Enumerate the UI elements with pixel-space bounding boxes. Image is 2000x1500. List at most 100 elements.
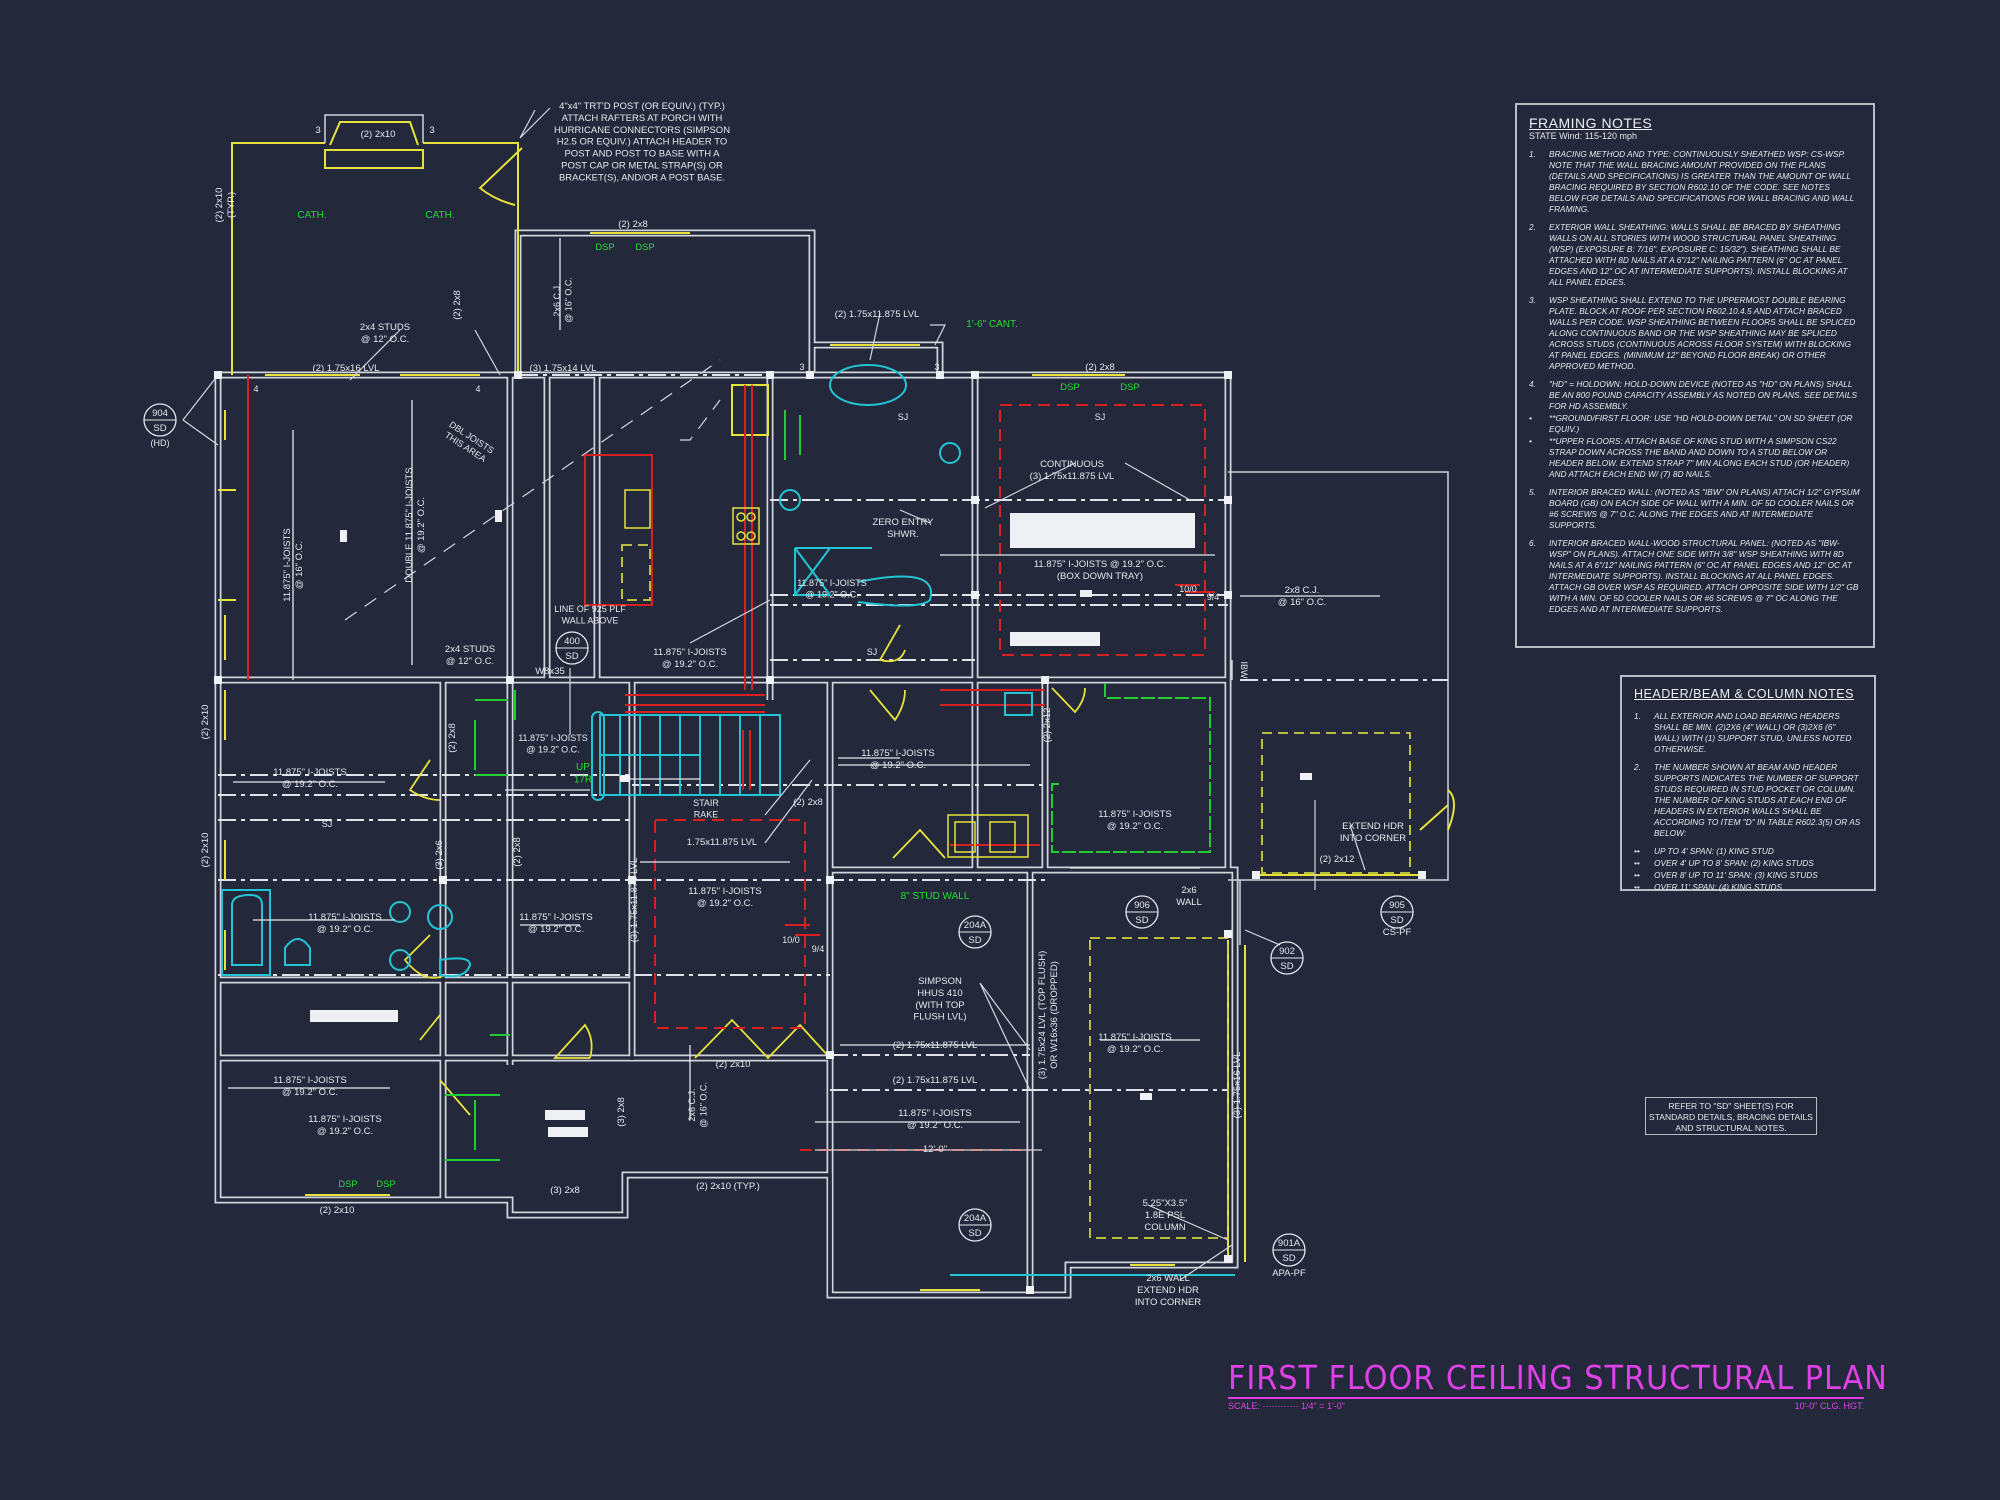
header-beam-column-notes-panel: HEADER/BEAM & COLUMN NOTES 1.ALL EXTERIO…	[1620, 675, 1876, 892]
label-ij-left-1: 11.875" I-JOISTS@ 19.2" O.C.	[273, 767, 346, 790]
label-lvl-24: (3) 1.75x24 LVL (TOP FLUSH)OR W16x36 (DR…	[1037, 951, 1060, 1079]
label-line: (2) 2x12	[1042, 708, 1053, 743]
note-text: OVER 4' UP TO 8' SPAN: (2) KING STUDS	[1654, 858, 1814, 868]
label-lvl-a: (2) 1.75x11.875 LVL	[893, 1040, 978, 1051]
framing-notes-panel: FRAMING NOTES STATE Wind: 115-120 mph 1.…	[1515, 103, 1875, 648]
note-text: EXTERIOR WALL SHEATHING: WALLS SHALL BE …	[1549, 222, 1848, 287]
label-line: DSP	[635, 242, 655, 253]
label-line: @ 19.2" O.C.	[317, 1126, 373, 1137]
label-tray-b: 9/4	[1207, 592, 1220, 602]
detail-tag-bottom: SD	[968, 1228, 981, 1239]
label-dsp-b2: DSP	[1120, 382, 1140, 393]
label-line: W8x35	[535, 666, 565, 677]
framing-notes-title: FRAMING NOTES	[1529, 115, 1653, 131]
detail-tag-top: 906	[1134, 900, 1150, 911]
label-line: (2) 2x10	[716, 1059, 751, 1070]
label-apa: APA-PF	[1272, 1268, 1306, 1279]
note-number: •	[1529, 413, 1532, 423]
label-ij-study: 11.875" I-JOISTS@ 19.2" O.C.	[898, 1108, 971, 1131]
note-text: UP TO 4' SPAN: (1) KING STUD	[1654, 846, 1774, 856]
detail-tag-bottom: SD	[968, 935, 981, 946]
label-line: 11.875" I-JOISTS	[653, 647, 726, 658]
label-ij-laundry: 11.875" I-JOISTS@ 19.2" O.C.	[861, 748, 934, 771]
label-w8: W8x35	[535, 666, 565, 677]
label-line: 1.8E PSL	[1145, 1210, 1185, 1221]
label-line: DSP	[1060, 382, 1080, 393]
note-item: 2.THE NUMBER SHOWN AT BEAM AND HEADER SU…	[1634, 762, 1862, 839]
note-number: ••	[1634, 846, 1640, 856]
label-line: (TYP.)	[226, 192, 237, 218]
label-line: 11.875" I-JOISTS	[688, 886, 761, 897]
label-ij-lower-l2: 11.875" I-JOISTS@ 19.2" O.C.	[308, 1114, 381, 1137]
label-line: INTO CORNER	[1135, 1297, 1201, 1308]
label-line: 4"x4" TRT'D POST (OR EQUIV.) (TYP.)	[559, 101, 725, 112]
label-dbl-area: DBL JOISTSTHIS AREA	[441, 419, 496, 465]
label-line: 11.875" I-JOISTS	[1098, 809, 1171, 820]
label-line: CS-PF	[1383, 927, 1412, 938]
label-line: (2) 1.75x16 LVL	[313, 363, 380, 374]
label-line: CATH.	[425, 210, 454, 221]
label-line: DSP	[376, 1179, 396, 1190]
label-line: 4	[253, 384, 258, 394]
note-number: 2.	[1634, 762, 1641, 772]
label-line: APA-PF	[1272, 1268, 1306, 1279]
label-porch-post-note: 4"x4" TRT'D POST (OR EQUIV.) (TYP.)ATTAC…	[554, 101, 730, 183]
label-line: 2x4 STUDS	[445, 644, 495, 655]
label-line: 9/4	[1207, 592, 1220, 602]
detail-tag-top: 902	[1279, 946, 1295, 957]
note-item: 4."HD" = HOLDOWN: HOLD-DOWN DEVICE (NOTE…	[1529, 379, 1861, 412]
label-stair-hdr: (2) 2x8	[793, 797, 823, 808]
label-line: (3) 1.75x14 LVL	[530, 363, 597, 374]
label-sj-4: SJ	[322, 819, 333, 829]
label-line: (HD)	[151, 438, 170, 448]
note-item: 1.ALL EXTERIOR AND LOAD BEARING HEADERS …	[1634, 711, 1862, 755]
label-line: (2) 2x8	[512, 837, 523, 867]
label-upper-cj: 2x6 C.J.@ 16" O.C.	[552, 277, 573, 323]
label-side-3x8: (3) 2x8	[616, 1097, 627, 1127]
label-closet-hdr: (2) 2x8	[447, 723, 458, 753]
label-line: 11.875" I-JOISTS	[898, 1108, 971, 1119]
label-ij-bath2: 11.875" I-JOISTS@ 19.2" O.C.	[308, 912, 381, 935]
label-bed-header: (2) 2x8	[1085, 362, 1115, 373]
label-cj-2x8: 2x8 C.J.@ 16" O.C.	[1278, 585, 1326, 608]
label-hall-hdr-a: (3) 2x6	[434, 840, 445, 870]
note-number: 2.	[1529, 222, 1536, 232]
label-line: (2) 1.75x11.875 LVL	[893, 1040, 978, 1051]
detail-tag-top: 904	[152, 408, 168, 419]
label-line: HHUS 410	[917, 988, 962, 999]
label-studs-1: 2x4 STUDS@ 12" O.C.	[360, 322, 410, 345]
leader-lines	[182, 107, 1366, 1281]
label-cj-lower: 2x6 C.J.@ 16" O.C.	[687, 1082, 708, 1128]
note-text: WSP SHEATHING SHALL EXTEND TO THE UPPERM…	[1549, 295, 1856, 371]
detail-tag-top: 204A	[964, 1213, 987, 1224]
label-line: (2) 2x12	[1320, 854, 1355, 865]
label-line: RAKE	[694, 809, 719, 819]
label-line: 2x8 C.J.	[1285, 585, 1320, 596]
label-line: 8" STUD WALL	[901, 891, 970, 902]
label-line: DSP	[338, 1179, 358, 1190]
label-line: @ 19.2" O.C.	[416, 497, 427, 553]
label-hd: (HD)	[151, 438, 170, 448]
label-line: @ 19.2" O.C.	[1107, 1044, 1163, 1055]
label-line: @ 19.2" O.C.	[317, 924, 373, 935]
label-line: (2) 1.75x11.875 LVL	[893, 1075, 978, 1086]
note-number: ••	[1634, 882, 1640, 892]
label-line: 3	[315, 125, 320, 136]
label-line: SJ	[898, 412, 909, 422]
label-bottom-3x8: (3) 2x8	[550, 1185, 580, 1196]
note-item: •• UP TO 4' SPAN: (1) KING STUD	[1634, 846, 1862, 857]
label-line: (2) 2x10	[200, 833, 211, 868]
note-text: **GROUND/FIRST FLOOR: USE "HD HOLD-DOWN …	[1549, 413, 1853, 434]
label-cath-l: CATH.	[297, 210, 326, 221]
label-cspf: CS-PF	[1383, 927, 1412, 938]
label-line: 4	[475, 384, 480, 394]
refer-sd-note: REFER TO "SD" SHEET(S) FOR STANDARD DETA…	[1645, 1097, 1817, 1135]
label-ij-great: 11.875" I-JOISTS@ 16" O.C.	[282, 528, 305, 601]
label-line: (2) 1.75x11.875 LVL	[835, 309, 920, 320]
detail-tag: 204A SD	[958, 1208, 992, 1242]
